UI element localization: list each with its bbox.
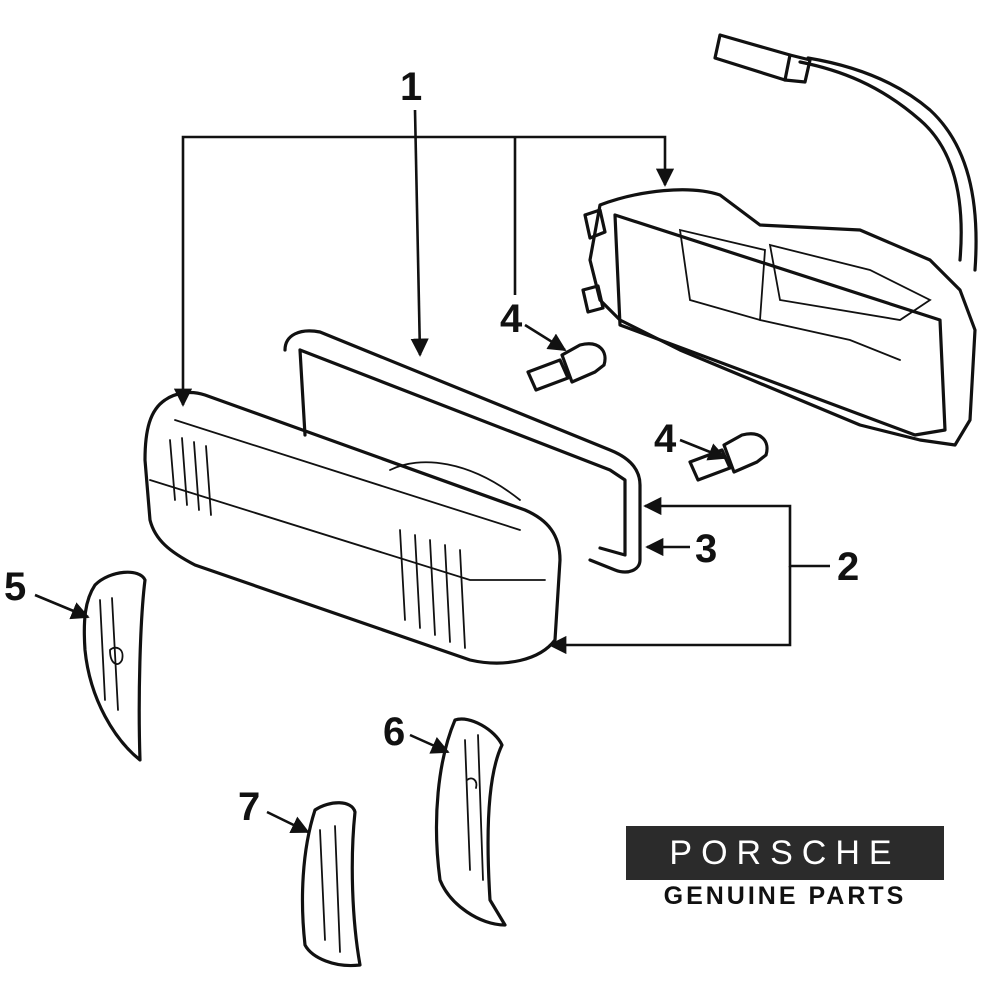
brand-logo: PORSCHE: [626, 826, 944, 880]
brand-tagline: GENUINE PARTS: [663, 882, 907, 910]
lamp-housing: [581, 33, 978, 447]
callout-5: 5: [4, 565, 26, 609]
callout-1: 1: [400, 65, 422, 109]
trim-piece-6: [434, 717, 507, 927]
callout-2: 2: [837, 545, 859, 589]
callout-6: 6: [383, 710, 405, 754]
lamp-lens: [143, 390, 562, 665]
leader-lines: [34, 109, 830, 834]
brand-name: PORSCHE: [669, 833, 901, 872]
bulb-upper: [526, 342, 607, 392]
callout-7: 7: [238, 785, 260, 829]
trim-piece-7: [300, 801, 362, 968]
side-marker-lens-5: [82, 570, 147, 762]
bulb-lower: [688, 432, 769, 482]
callout-4-upper: 4: [500, 297, 523, 341]
lamp-gasket: [283, 329, 642, 574]
callout-3: 3: [695, 527, 717, 571]
callout-4-lower: 4: [654, 417, 677, 461]
